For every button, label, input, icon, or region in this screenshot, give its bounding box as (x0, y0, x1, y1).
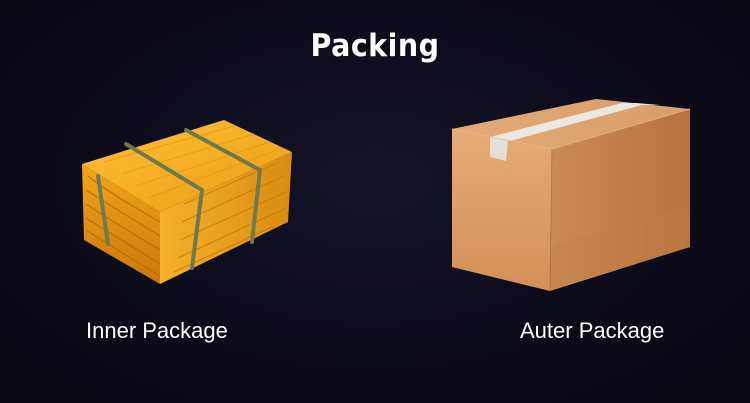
inner-package-caption: Inner Package (86, 318, 228, 343)
glove-bundle-image (74, 112, 304, 292)
page-title: Packing (310, 28, 440, 64)
cardboard-box-image (446, 95, 696, 300)
outer-package-caption: Auter Package (520, 318, 665, 343)
